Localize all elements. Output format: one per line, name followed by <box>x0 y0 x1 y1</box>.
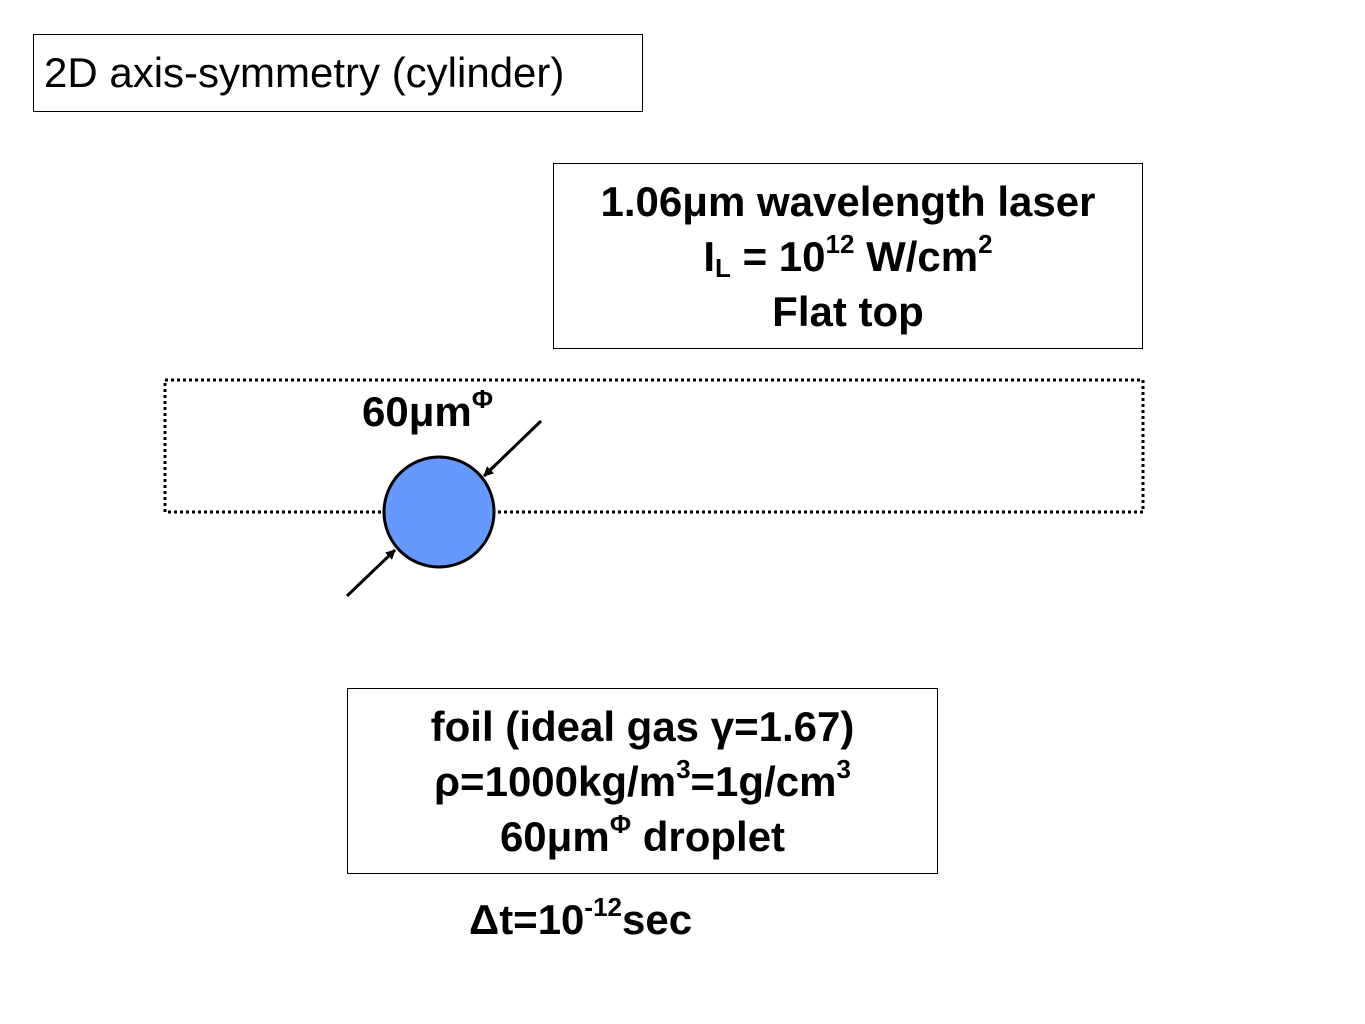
foil-material-line: foil (ideal gas γ=1.67) <box>430 703 855 750</box>
density-g-exponent: 3 <box>836 754 851 784</box>
intensity-unit-exponent: 2 <box>978 229 993 259</box>
laser-region-dotted-box <box>163 378 1145 514</box>
density-kg-exponent: 3 <box>676 754 691 784</box>
laser-wavelength-line: 1.06μm wavelength laser <box>600 178 1096 225</box>
timestep-exponent: -12 <box>584 892 622 922</box>
foil-density-line: ρ=1000kg/m3=1g/cm3 <box>348 754 937 809</box>
lower-dimension-arrow <box>345 548 397 598</box>
diameter-value: 60μm <box>362 388 472 435</box>
laser-intensity-line: IL = 1012 W/cm2 <box>554 229 1142 284</box>
foil-parameters-box: foil (ideal gas γ=1.67) ρ=1000kg/m3=1g/c… <box>347 688 938 874</box>
foil-size-line: 60μmΦ droplet <box>348 809 937 864</box>
foil-size-symbol: Φ <box>609 809 632 839</box>
intensity-equals: = 10 <box>730 233 826 280</box>
upper-dimension-arrow <box>482 419 543 478</box>
intensity-subscript: L <box>715 253 731 283</box>
foil-size-value: 60μm <box>499 813 610 860</box>
timestep-prefix: Δt=10 <box>469 896 585 943</box>
diagram-title: 2D axis-symmetry (cylinder) <box>44 49 565 96</box>
laser-parameters-box: 1.06μm wavelength laser IL = 1012 W/cm2 … <box>553 163 1143 349</box>
foil-size-suffix: droplet <box>631 813 786 860</box>
diameter-symbol: Φ <box>471 384 494 414</box>
droplet-circle <box>382 455 496 569</box>
intensity-exponent: 12 <box>825 229 855 259</box>
timestep-suffix: sec <box>622 896 693 943</box>
density-g: =1g/cm <box>690 758 837 805</box>
density-kg: ρ=1000kg/m <box>434 758 677 805</box>
laser-profile-line: Flat top <box>772 288 924 335</box>
title-box: 2D axis-symmetry (cylinder) <box>33 34 643 112</box>
intensity-symbol: I <box>703 233 716 280</box>
timestep-label: Δt=10-12sec <box>469 894 693 944</box>
intensity-unit: W/cm <box>854 233 979 280</box>
droplet-diameter-label: 60μmΦ <box>362 386 493 436</box>
